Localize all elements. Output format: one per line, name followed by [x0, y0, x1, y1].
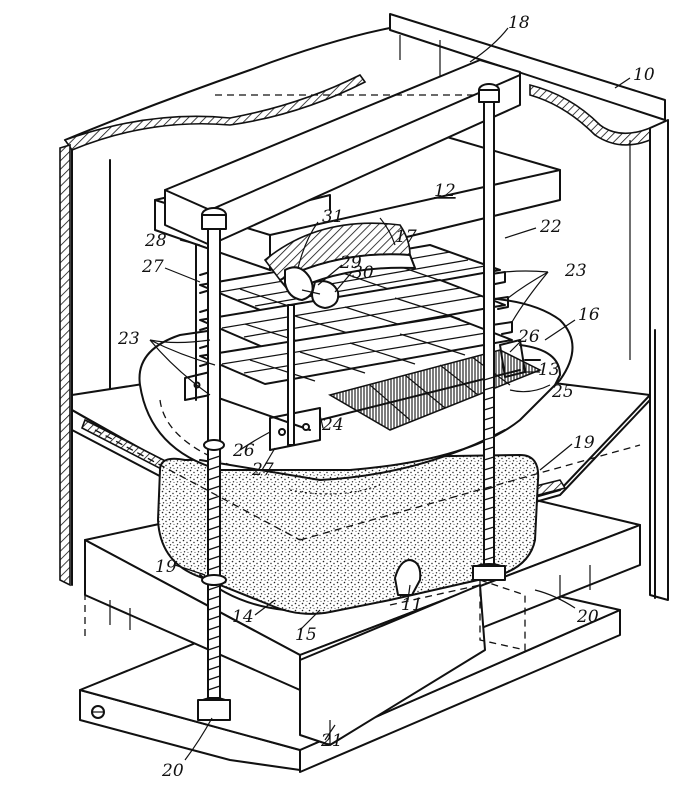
label-10: 10 [633, 65, 655, 85]
label-20-right: 20 [576, 607, 599, 627]
label-25: 25 [551, 382, 574, 402]
label-14: 14 [232, 607, 254, 627]
label-31: 31 [322, 207, 344, 227]
label-27-top: 27 [141, 257, 164, 277]
label-19-left: 19 [155, 557, 177, 577]
label-21: 21 [320, 731, 343, 751]
label-20-bottom: 20 [161, 761, 184, 781]
label-16: 16 [578, 305, 600, 325]
label-11: 11 [401, 595, 423, 615]
label-12: 12 [434, 181, 456, 201]
label-18: 18 [508, 13, 530, 33]
label-23-right: 23 [564, 261, 587, 281]
label-22: 22 [539, 217, 562, 237]
label-15: 15 [295, 625, 317, 645]
label-30: 30 [352, 263, 374, 283]
label-27-bottom: 27 [251, 460, 274, 480]
label-28: 28 [144, 231, 167, 251]
label-26-right: 26 [517, 327, 540, 347]
label-26-left: 26 [232, 441, 255, 461]
label-13: 13 [538, 360, 560, 380]
label-23-left: 23 [117, 329, 140, 349]
label-24: 24 [321, 415, 344, 435]
label-17: 17 [395, 227, 417, 247]
label-19-right: 19 [573, 433, 595, 453]
